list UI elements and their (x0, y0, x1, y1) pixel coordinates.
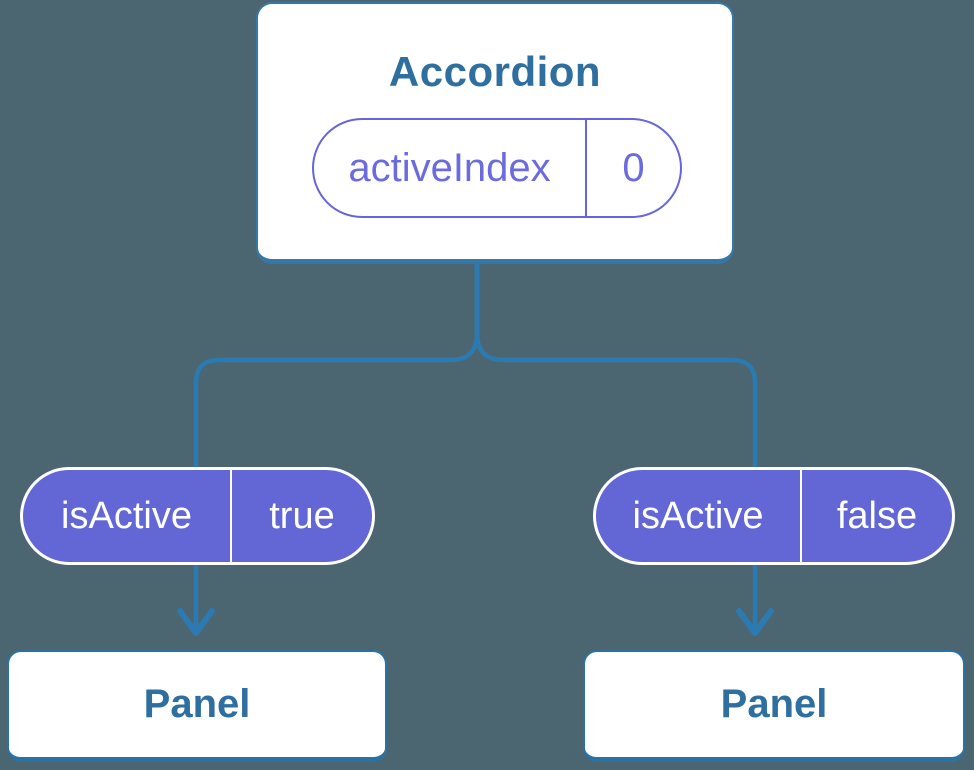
prop-value: true (269, 494, 335, 537)
panel-label: Panel (720, 682, 828, 726)
prop-name: isActive (596, 470, 802, 562)
prop-pill-isActive-true: isActive true (20, 467, 375, 565)
connector-left-branch (193, 257, 480, 634)
connector-right-branch (474, 257, 758, 634)
prop-name: isActive (23, 470, 232, 562)
component-title: Accordion (388, 48, 602, 95)
panel-label: Panel (143, 682, 251, 726)
arrow-down-icon (736, 608, 774, 636)
panel-component-card: Panel (583, 650, 965, 762)
arrow-down-icon (177, 608, 215, 636)
panel-component-card: Panel (7, 650, 387, 762)
state-pill-activeIndex: activeIndex 0 (312, 118, 682, 218)
prop-value: false (836, 494, 918, 537)
prop-pill-isActive-false: isActive false (593, 467, 955, 565)
accordion-component-card: Accordion activeIndex 0 (256, 2, 734, 264)
state-value: 0 (622, 145, 645, 190)
state-name: activeIndex (314, 120, 587, 216)
